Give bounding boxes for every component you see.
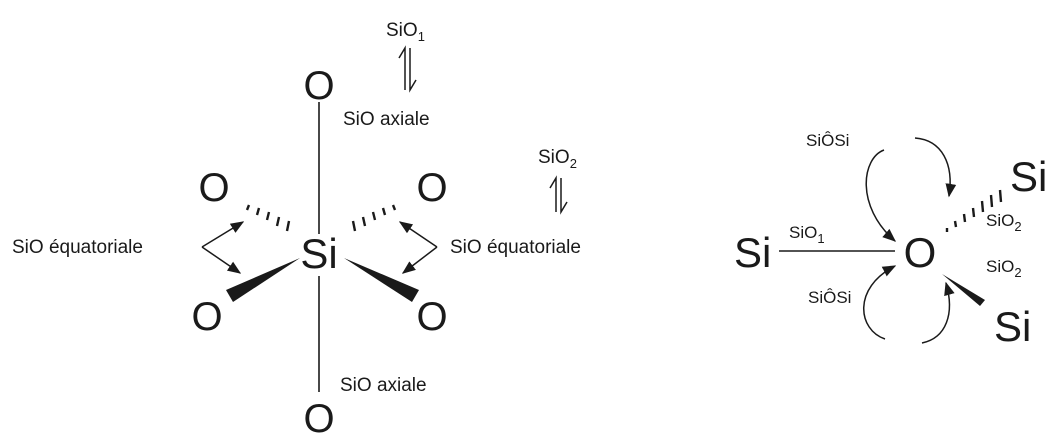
bridge-group: Si O Si Si SiO1 SiO2 SiO2 SiÔSi SiÔSi <box>734 131 1047 350</box>
si-atom-lower-right: Si <box>994 303 1031 350</box>
wedge-bond-right <box>344 258 419 302</box>
pointer-arrows-left <box>201 221 245 274</box>
si-atom-upper-right: Si <box>1010 153 1047 200</box>
label-sio2-bridge-lower: SiO2 <box>986 257 1022 280</box>
si-center-atom: Si <box>300 230 337 277</box>
label-sio2-bridge-upper: SiO2 <box>986 211 1022 234</box>
label-sio1-bridge: SiO1 <box>789 223 825 246</box>
hashed-bond-left <box>245 204 291 232</box>
label-sio1-octahedron: SiO1 <box>386 20 425 44</box>
si-atom-left: Si <box>734 229 771 276</box>
hashed-bond-o-si-upper <box>945 189 1003 232</box>
wedge-bond-left <box>226 258 300 302</box>
o-atom-lower-right: O <box>416 295 447 339</box>
o-atom-top: O <box>303 64 334 108</box>
label-angle-upper: SiÔSi <box>806 131 849 150</box>
angle-arrow-lower-right <box>921 281 955 344</box>
label-axial-top: SiO axiale <box>343 109 430 130</box>
label-angle-lower: SiÔSi <box>808 288 851 307</box>
label-equatorial-right: SiO équatoriale <box>450 237 581 258</box>
label-sio2-octahedron: SiO2 <box>538 147 577 171</box>
pointer-arrows-right <box>398 221 438 274</box>
equilibrium-arrow-sio2 <box>549 175 568 215</box>
label-axial-bottom: SiO axiale <box>340 375 427 396</box>
o-atom-bottom: O <box>303 397 334 434</box>
angle-arrow-upper-right <box>914 137 957 198</box>
o-atom-upper-left: O <box>198 166 229 210</box>
o-bridge-atom: O <box>904 229 937 276</box>
octahedron-group: Si O O O O O O SiO1 SiO axiale SiO2 SiO … <box>12 20 581 434</box>
label-equatorial-left: SiO équatoriale <box>12 237 143 258</box>
equilibrium-arrow-sio1 <box>398 45 417 93</box>
angle-arrow-lower-left <box>863 265 897 340</box>
angle-arrow-upper-left <box>865 149 897 242</box>
hashed-bond-right <box>351 204 397 232</box>
o-atom-lower-left: O <box>191 295 222 339</box>
o-atom-upper-right: O <box>416 166 447 210</box>
